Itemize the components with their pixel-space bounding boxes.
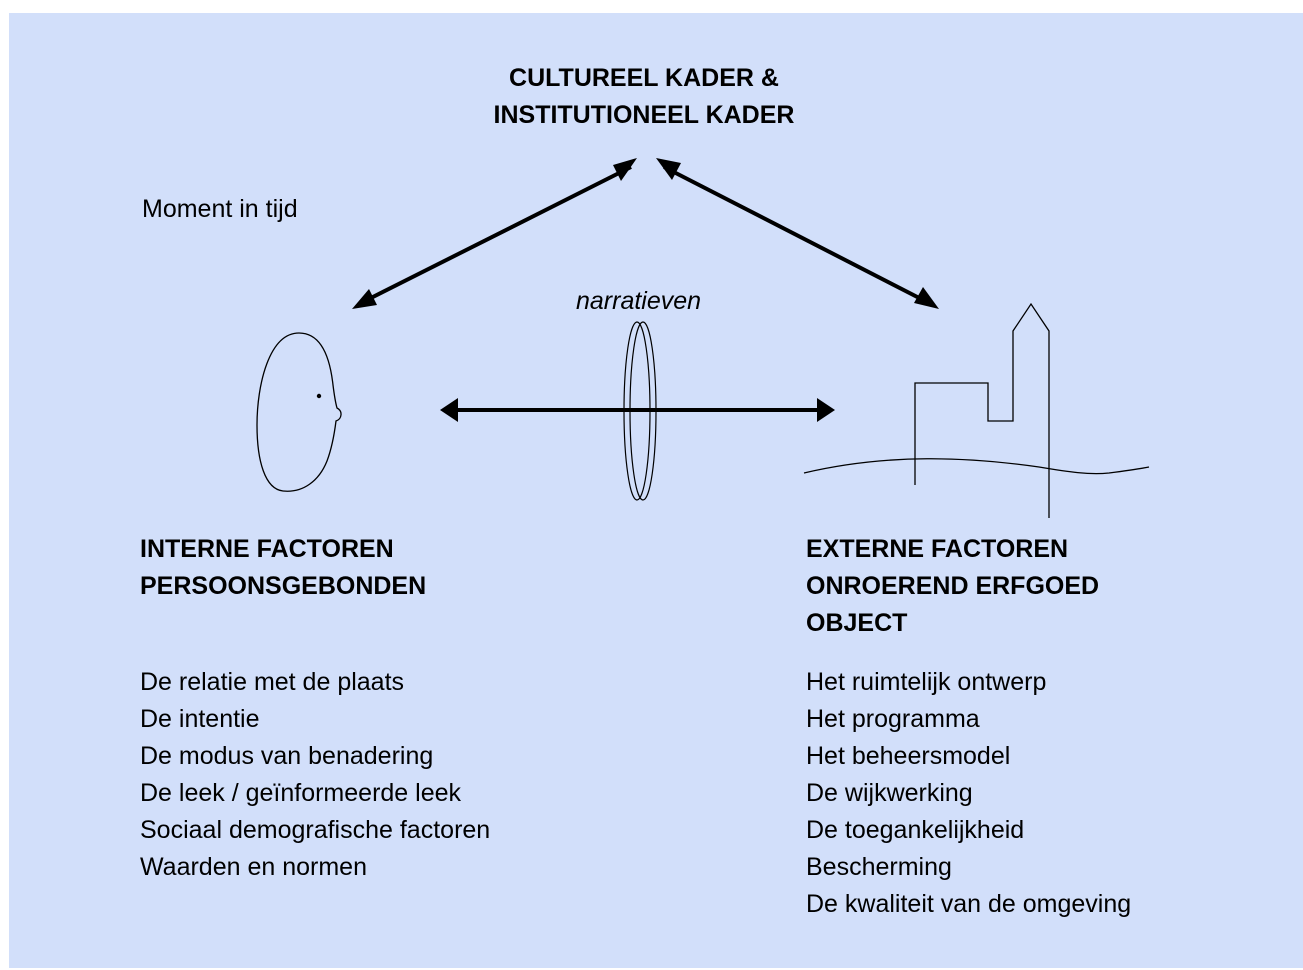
internal-factors-heading: INTERNE FACTOREN PERSOONSGEBONDEN	[140, 531, 426, 605]
narratives-label: narratieven	[576, 287, 702, 315]
external-factors-heading: EXTERNE FACTOREN ONROEREND ERFGOED OBJEC…	[806, 531, 1099, 642]
list-item: De kwaliteit van de omgeving	[806, 890, 1132, 918]
moment-label: Moment in tijd	[142, 195, 298, 223]
list-item: De wijkwerking	[806, 779, 973, 807]
list-item: De relatie met de plaats	[140, 668, 405, 696]
list-item: Bescherming	[806, 853, 952, 881]
culture-title-line-2: INSTITUTIONEEL KADER	[493, 101, 795, 129]
list-item: Het ruimtelijk ontwerp	[806, 668, 1047, 696]
arrow-head-right	[817, 398, 835, 422]
list-item: De intentie	[140, 705, 260, 733]
list-item: Het programma	[806, 705, 980, 733]
person-head-icon	[256, 332, 342, 492]
list-item: De modus van benadering	[140, 742, 434, 770]
heritage-building-icon	[803, 302, 1150, 518]
list-item: De leek / geïnformeerde leek	[140, 779, 462, 807]
internal-heading-line-1: INTERNE FACTOREN	[140, 535, 394, 563]
external-factors-list: Het ruimtelijk ontwerp Het programma Het…	[806, 664, 1131, 923]
list-item: Waarden en normen	[140, 853, 367, 881]
external-heading-line-3: OBJECT	[806, 609, 908, 637]
diagram-graphics	[256, 158, 1150, 518]
arrow-culture-to-internal	[352, 158, 637, 309]
culture-title-line-1: CULTUREEL KADER &	[509, 64, 779, 92]
list-item: Het beheersmodel	[806, 742, 1011, 770]
arrow-head-culture-right	[656, 158, 681, 180]
arrow-internal-to-external	[440, 398, 835, 422]
culture-title: CULTUREEL KADER & INSTITUTIONEEL KADER	[454, 60, 834, 134]
internal-heading-line-2: PERSOONSGEBONDEN	[140, 572, 427, 600]
arrow-head-left	[440, 398, 458, 422]
external-heading-line-1: EXTERNE FACTOREN	[806, 535, 1069, 563]
diagram-canvas: CULTUREEL KADER & INSTITUTIONEEL KADER M…	[9, 13, 1303, 968]
list-item: De toegankelijkheid	[806, 816, 1025, 844]
internal-factors-list: De relatie met de plaats De intentie De …	[140, 664, 490, 886]
arrow-head-external	[914, 287, 939, 309]
lens-icon	[623, 321, 657, 501]
arrow-head-culture-left	[613, 158, 637, 181]
arrow-head-internal	[352, 289, 377, 309]
arrow-culture-to-external	[656, 158, 939, 309]
external-heading-line-2: ONROEREND ERFGOED	[806, 572, 1100, 600]
list-item: Sociaal demografische factoren	[140, 816, 491, 844]
